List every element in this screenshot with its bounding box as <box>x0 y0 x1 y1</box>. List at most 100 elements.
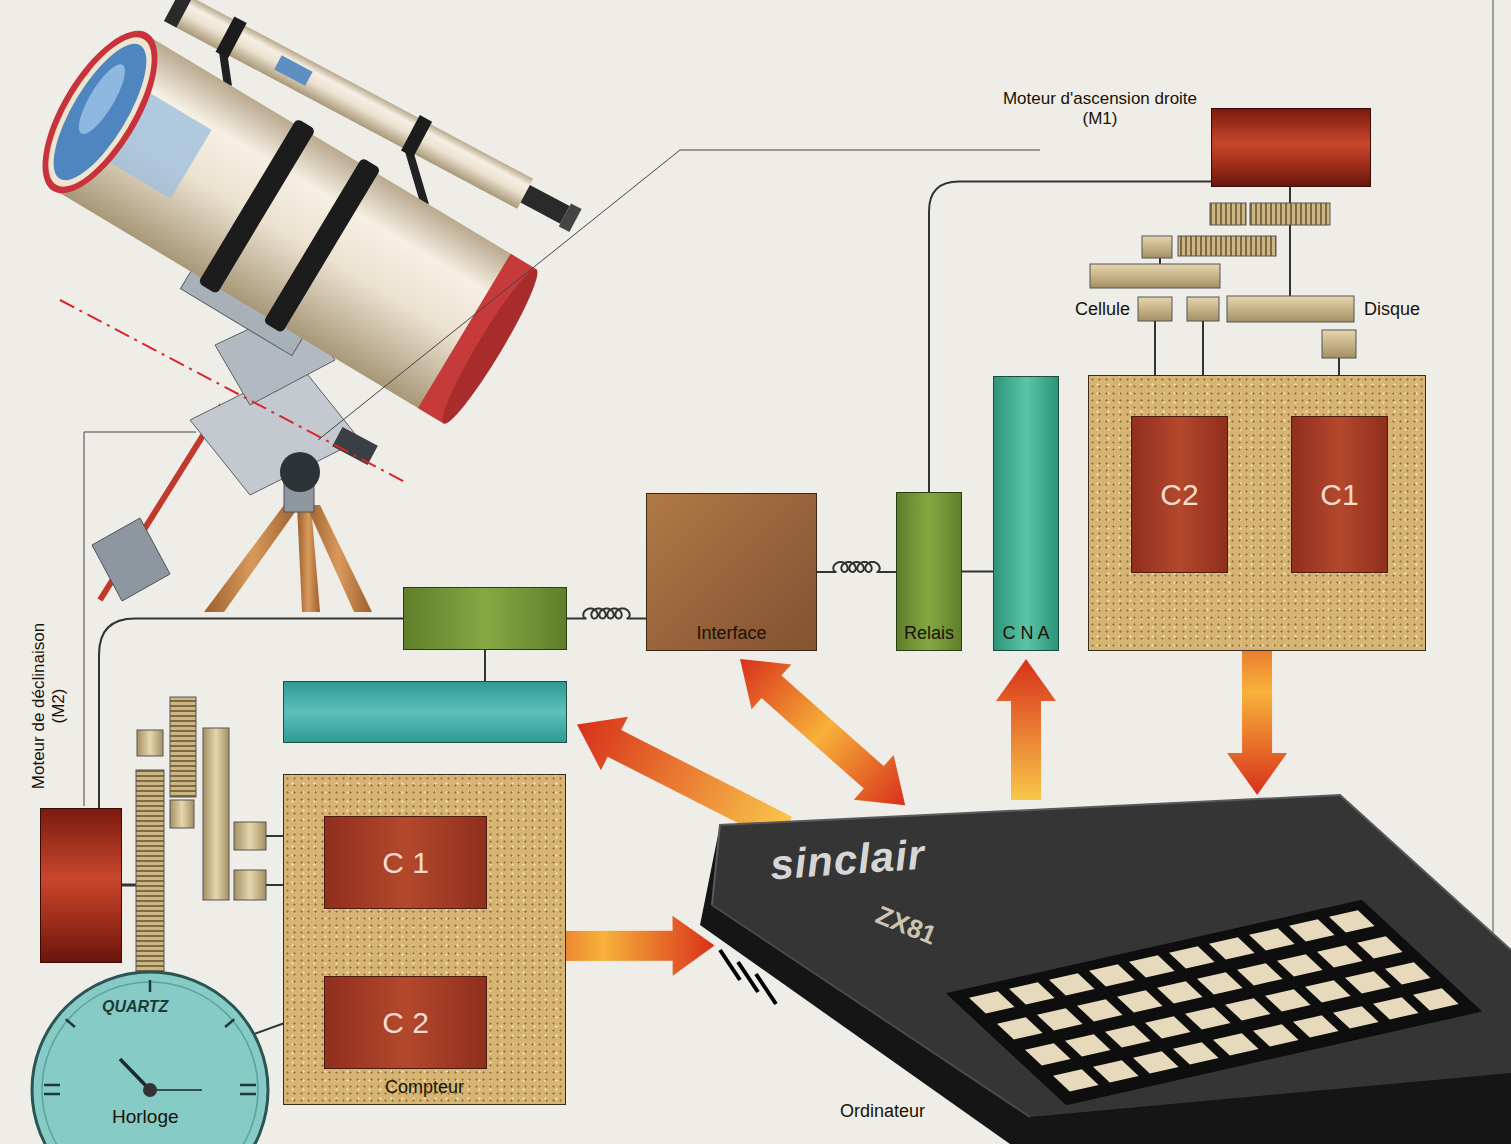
motor-label: Moteur de déclinaison (M2) <box>29 611 70 801</box>
finder-window <box>274 55 312 86</box>
clock-tick <box>149 980 152 992</box>
key <box>1009 982 1055 1004</box>
key <box>1157 981 1203 1003</box>
key <box>1173 1042 1219 1064</box>
mount-knob <box>332 427 378 465</box>
photo-cell <box>1138 297 1172 321</box>
tube-ring <box>263 157 381 333</box>
gear <box>1178 236 1276 256</box>
computer-top <box>712 795 1511 1117</box>
counter-register: C1 <box>1291 416 1388 573</box>
counterweight <box>92 518 170 601</box>
mount-knob <box>280 452 320 492</box>
gear <box>170 697 196 797</box>
computer-label: Ordinateur <box>840 1101 925 1123</box>
key <box>1037 1008 1083 1030</box>
key <box>1305 980 1351 1002</box>
key <box>1197 972 1243 994</box>
counter-register: C2 <box>1131 416 1228 573</box>
vent-slot <box>756 974 776 1004</box>
key <box>1385 962 1431 984</box>
photo-cell <box>1322 330 1356 358</box>
counter-box: CompteurC 1C 2 <box>283 774 566 1105</box>
clock-mark <box>240 1093 256 1096</box>
gear <box>137 730 163 756</box>
key <box>1089 964 1135 986</box>
clock-mark <box>240 1084 256 1087</box>
data-arrow <box>996 659 1056 800</box>
key <box>1209 937 1255 959</box>
key <box>1249 928 1295 950</box>
key <box>1293 1015 1339 1037</box>
brand-logo: sinclair <box>768 830 926 891</box>
part-label: Cellule <box>1030 299 1130 321</box>
data-arrow <box>740 659 905 805</box>
motor-label: Moteur d'ascension droite (M1) <box>1000 89 1200 130</box>
motor-box: Moteur d'ascension droite (M1) <box>1211 108 1371 187</box>
wire-connector <box>567 609 646 619</box>
gear-shaft <box>1159 258 1161 264</box>
vent-slot <box>738 962 758 992</box>
gear <box>1250 203 1330 225</box>
key <box>1413 988 1459 1010</box>
counter-register: C 1 <box>324 816 487 909</box>
motor-box: Moteur de déclinaison (M2) <box>40 808 122 963</box>
box-label: Relais <box>904 623 954 645</box>
key <box>1025 1043 1071 1065</box>
wire <box>962 571 993 573</box>
wire-connector <box>962 571 993 572</box>
key <box>1077 999 1123 1021</box>
key <box>1289 919 1335 941</box>
key <box>1053 1069 1099 1091</box>
data-arrow <box>740 659 905 805</box>
box-label: C 2 <box>382 1005 429 1041</box>
clock-mark <box>44 1093 60 1096</box>
tube-lens <box>71 59 133 140</box>
photo-cell <box>1187 297 1219 321</box>
counter-box: C2 C1 <box>1088 375 1426 651</box>
computer-body <box>700 755 1511 1144</box>
box-label: C1 <box>1320 477 1358 513</box>
key <box>1145 1016 1191 1038</box>
finder-scope <box>163 0 585 238</box>
wire-connector <box>485 650 486 681</box>
key <box>1253 1024 1299 1046</box>
clock-dial <box>32 972 268 1144</box>
clock-mark <box>44 1084 60 1087</box>
key <box>1265 989 1311 1011</box>
gear <box>1090 264 1220 288</box>
tripod-leg <box>306 505 372 612</box>
converter-box <box>283 681 567 743</box>
finder-eyepiece <box>520 185 569 224</box>
key <box>1105 1025 1151 1047</box>
key <box>1185 1007 1231 1029</box>
tube-rim <box>433 263 546 430</box>
box-label: C N A <box>1002 623 1049 645</box>
gear <box>170 800 194 828</box>
clock-tick <box>66 1019 75 1027</box>
key <box>1117 990 1163 1012</box>
box-label: C2 <box>1160 477 1198 513</box>
converter-box: C N A <box>993 376 1059 651</box>
relay-box: Relais <box>896 492 962 651</box>
key <box>1225 998 1271 1020</box>
computer: sinclairZX81Ordinateur <box>700 755 1511 1144</box>
wire <box>817 562 896 572</box>
key <box>1373 997 1419 1019</box>
tripod-leg <box>204 505 300 612</box>
finder-ring <box>401 115 432 157</box>
key <box>1329 910 1375 932</box>
wire <box>567 609 646 619</box>
gear <box>1142 236 1172 258</box>
key <box>997 1017 1043 1039</box>
keyboard-recess <box>946 900 1482 1105</box>
key <box>1133 1051 1179 1073</box>
gear-shaft <box>122 884 136 887</box>
keyboard <box>946 900 1482 1105</box>
box-label: C 1 <box>382 845 429 881</box>
clock-label: Horloge <box>112 1106 179 1129</box>
key <box>1169 946 1215 968</box>
key <box>1093 1060 1139 1082</box>
finder-rim <box>164 0 192 28</box>
part-label: Disque <box>1364 299 1420 321</box>
